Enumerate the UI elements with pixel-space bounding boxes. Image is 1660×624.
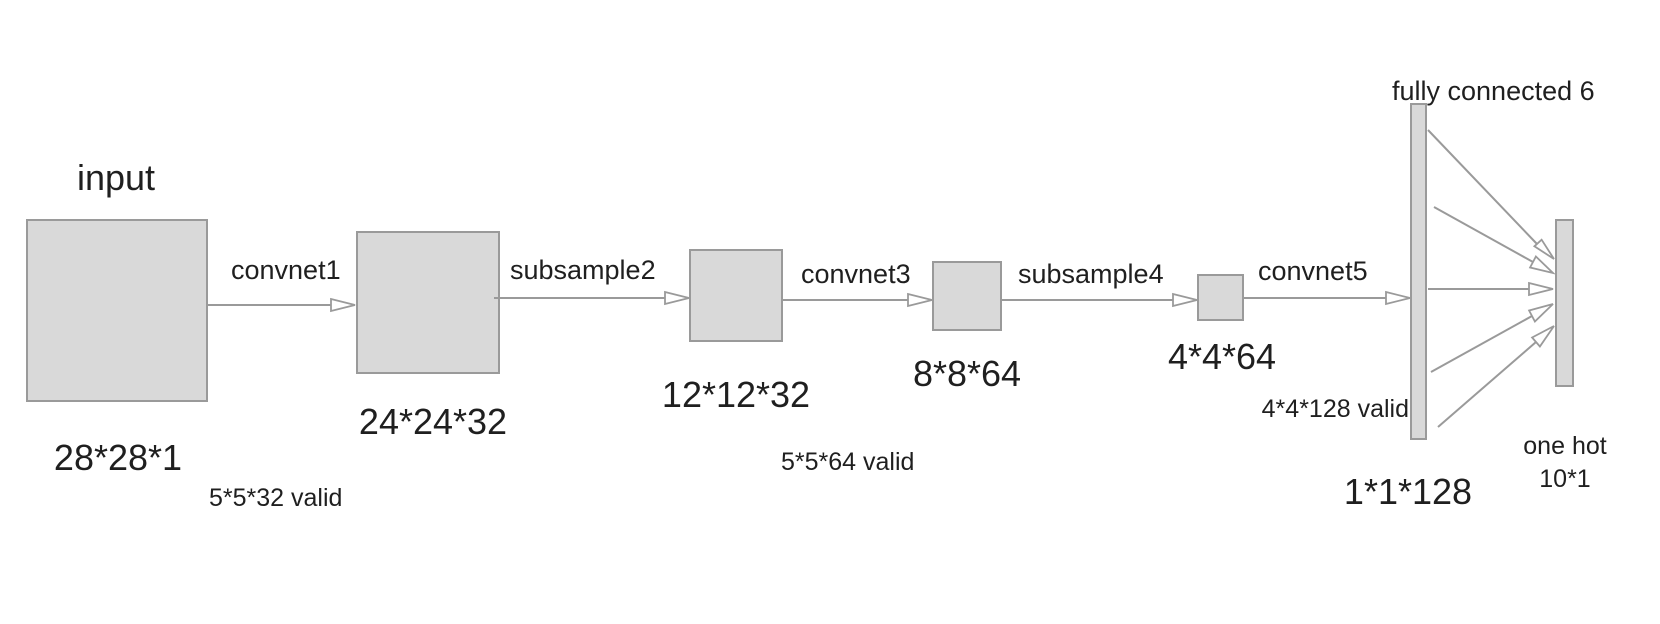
subsample4-size-label: 4*4*64 [1168, 336, 1276, 377]
convnet5-label: convnet5 [1258, 256, 1368, 286]
arrow-convnet3 [782, 292, 933, 308]
convnet1-label: convnet1 [231, 255, 341, 285]
fc-arrow-1 [1427, 129, 1555, 260]
fc6-title: fully connected 6 [1392, 76, 1595, 106]
conv5-note: 4*4*128 valid [1262, 395, 1409, 423]
input-title: input [77, 157, 155, 198]
output-label-line2: 10*1 [1539, 465, 1590, 493]
fc-arrow-2 [1433, 206, 1557, 275]
fc-arrow-4 [1430, 303, 1554, 373]
subsample2-size-label: 12*12*32 [662, 374, 810, 415]
conv1-note: 5*5*32 valid [209, 484, 342, 512]
convnet3-label: convnet3 [801, 259, 911, 289]
input-block [26, 219, 208, 402]
conv3-block [932, 261, 1002, 331]
arrow-subsample2 [494, 290, 690, 306]
conv1-size-label: 24*24*32 [359, 401, 507, 442]
output-block [1555, 219, 1574, 387]
subsample4-label: subsample4 [1018, 259, 1164, 289]
conv3-note: 5*5*64 valid [781, 448, 914, 476]
subsample2-label: subsample2 [510, 255, 656, 285]
fc-arrow-3 [1428, 281, 1554, 297]
fc6-block [1410, 103, 1427, 440]
arrow-subsample4 [1001, 292, 1198, 308]
fc6-size-label: 1*1*128 [1344, 471, 1472, 512]
conv3-size-label: 8*8*64 [913, 353, 1021, 394]
arrow-convnet5 [1243, 290, 1411, 306]
subsample4-block [1197, 274, 1244, 321]
subsample2-block [689, 249, 783, 342]
output-label-line1: one hot [1523, 432, 1606, 460]
input-size-label: 28*28*1 [54, 437, 182, 478]
conv1-block [356, 231, 500, 374]
arrow-convnet1 [207, 297, 356, 313]
fc-arrow-5 [1437, 325, 1555, 428]
